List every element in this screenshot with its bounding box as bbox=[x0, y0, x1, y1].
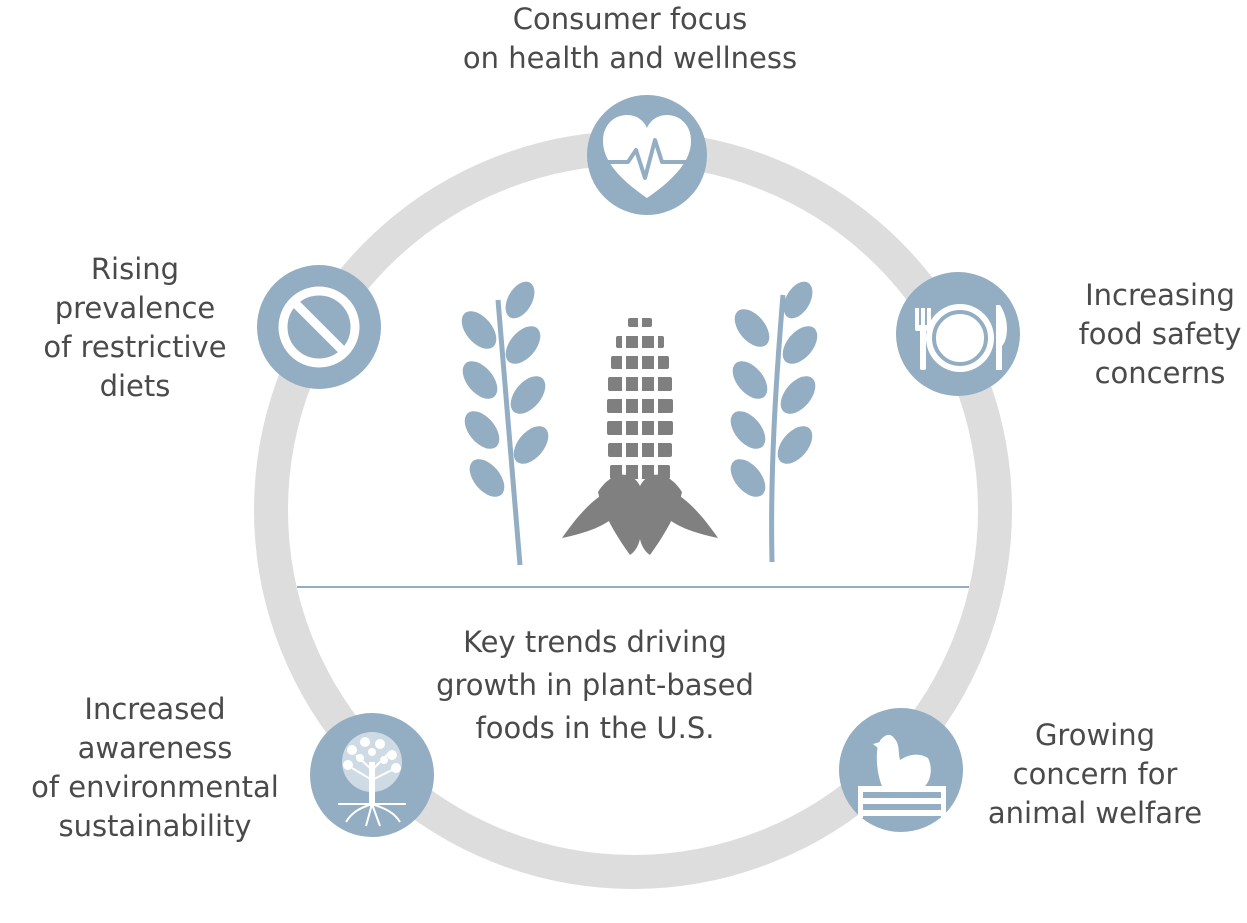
tree-roots-icon bbox=[338, 732, 406, 827]
diets-icon-badge bbox=[257, 265, 381, 389]
animal-welfare-icon-badge bbox=[839, 708, 963, 832]
food-safety-icon-badge bbox=[896, 272, 1020, 396]
health-icon-badge bbox=[587, 95, 707, 215]
heart-pulse-icon bbox=[603, 115, 691, 198]
plate-fork-knife-icon bbox=[915, 304, 1007, 372]
corn-cob-icon bbox=[562, 305, 718, 555]
wheat-stalk-left-icon bbox=[461, 281, 549, 566]
hen-crate-icon bbox=[858, 734, 946, 818]
prohibited-icon bbox=[278, 286, 360, 368]
wheat-stalk-right-icon bbox=[730, 281, 818, 563]
environment-icon-badge bbox=[310, 713, 434, 837]
